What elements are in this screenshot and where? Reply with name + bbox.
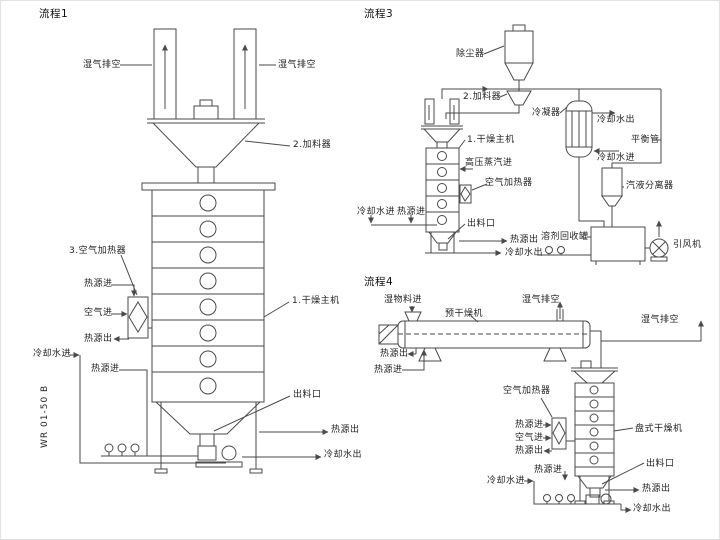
flow4-cooling-water-out-label: 冷却水出 bbox=[633, 504, 672, 514]
flow3-fan-label: 引风机 bbox=[673, 240, 702, 250]
flow4-air-in-label: 空气进 bbox=[515, 433, 544, 443]
flow1-air-in-label: 空气进 bbox=[84, 308, 113, 318]
flow3-main-dryer-label: 1.干燥主机 bbox=[467, 135, 515, 145]
flow1-cooling-water-in-label: 冷却水进 bbox=[33, 349, 72, 359]
flow1-title: 流程1 bbox=[39, 8, 69, 20]
flow1-wet-exhaust-right-label: 湿气排空 bbox=[278, 60, 317, 70]
flow3-air-heater-label: 空气加热器 bbox=[485, 178, 533, 188]
flow1-heat-out-upper-label: 热源出 bbox=[84, 334, 113, 344]
flow1-wet-exhaust-left-label: 湿气排空 bbox=[83, 60, 122, 70]
flow3-balance-pipe-label: 平衡管 bbox=[631, 135, 660, 145]
flow3-cooling-water-out-label: 冷却水出 bbox=[505, 248, 544, 258]
flow3-cooling-water-in-label: 冷却水进 bbox=[357, 207, 396, 217]
flow3-condenser-label: 冷凝器 bbox=[532, 108, 561, 118]
flow1-model-code: WR 01-50 B bbox=[40, 384, 50, 448]
flow4-title: 流程4 bbox=[364, 276, 394, 288]
flow3-heat-in-label: 热源进 bbox=[397, 207, 426, 217]
flow4-diagram bbox=[378, 301, 704, 513]
flow4-pre-dryer-label: 预干燥机 bbox=[445, 309, 484, 319]
flow4-heat-in-left-label: 热源进 bbox=[374, 365, 403, 375]
flow3-discharge-port-label: 出料口 bbox=[467, 219, 496, 229]
flow1-heat-in-lower-label: 热源进 bbox=[91, 364, 120, 374]
flow3-heat-out-label: 热源出 bbox=[510, 235, 539, 245]
flow4-heat-in-mid-label: 热源进 bbox=[515, 420, 544, 430]
flow3-solvent-tank-label: 溶剂回收罐 bbox=[541, 232, 589, 242]
flow1-heat-in-upper-label: 热源进 bbox=[84, 279, 113, 289]
flow3-hp-steam-in-label: 高压蒸汽进 bbox=[465, 158, 513, 168]
flow3-dust-collector-label: 除尘器 bbox=[456, 49, 485, 59]
flow4-disc-dryer-label: 盘式干燥机 bbox=[635, 424, 683, 434]
flow1-main-dryer-label: 1.干燥主机 bbox=[292, 296, 340, 306]
flow4-heat-out-mid-label: 热源出 bbox=[515, 446, 544, 456]
flow1-heat-out-lower-label: 热源出 bbox=[331, 425, 360, 435]
flow4-air-heater-label: 空气加热器 bbox=[503, 386, 551, 396]
flow3-condenser-cooling-in-label: 冷却水进 bbox=[597, 153, 636, 163]
flow4-cooling-water-in-label: 冷却水进 bbox=[487, 476, 526, 486]
flow3-separator-label: 汽液分离器 bbox=[626, 181, 674, 191]
flow4-discharge-port-label: 出料口 bbox=[646, 459, 675, 469]
flow4-heat-in-bottom-label: 热源进 bbox=[534, 465, 563, 475]
flow4-heat-out-left-label: 热源出 bbox=[380, 349, 409, 359]
flow1-feeder-label: 2.加料器 bbox=[293, 140, 332, 150]
flow4-wet-exhaust-top-label: 湿气排空 bbox=[522, 295, 561, 305]
flow4-heat-out-bottom-label: 热源出 bbox=[642, 484, 671, 494]
flow1-diagram bbox=[69, 28, 329, 474]
flow1-cooling-water-out-label: 冷却水出 bbox=[324, 450, 363, 460]
flow3-title: 流程3 bbox=[364, 8, 394, 20]
flow1-discharge-port-label: 出料口 bbox=[293, 390, 322, 400]
flow4-wet-material-in-label: 湿物料进 bbox=[384, 295, 423, 305]
flow3-feeder-label: 2.加料器 bbox=[463, 92, 502, 102]
flow1-air-heater-label: 3.空气加热器 bbox=[69, 246, 127, 256]
flow3-diagram bbox=[368, 24, 669, 265]
flow3-condenser-cooling-out-label: 冷却水出 bbox=[597, 115, 636, 125]
flow4-wet-exhaust-right-label: 湿气排空 bbox=[641, 315, 680, 325]
